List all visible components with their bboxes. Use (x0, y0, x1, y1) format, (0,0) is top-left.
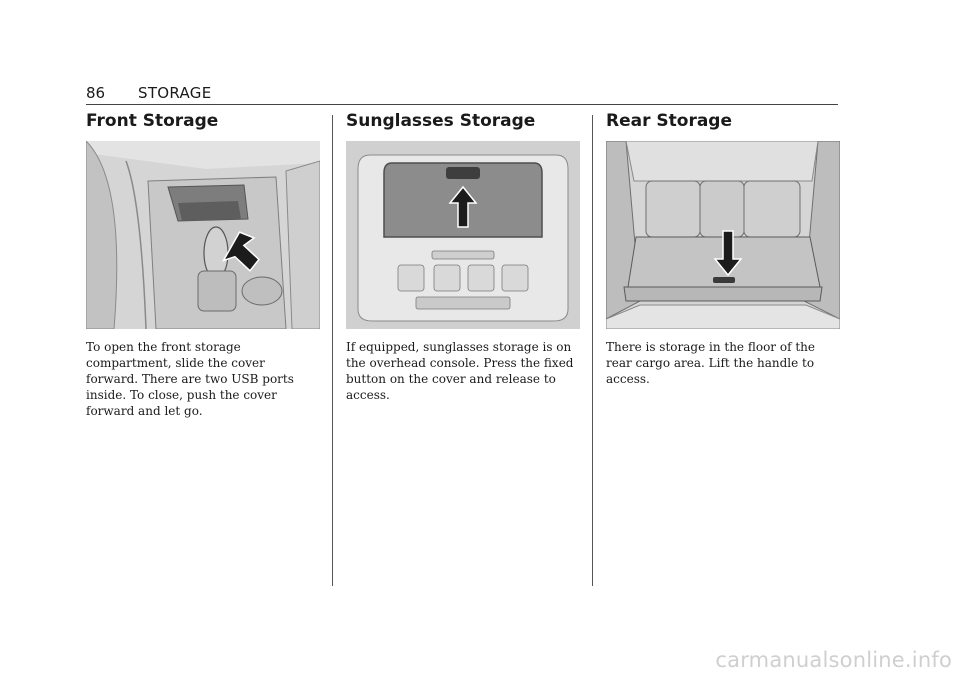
column-front-storage: Front Storage To open the front storage … (86, 109, 320, 419)
heading-rear-storage: Rear Storage (606, 111, 732, 131)
column-rear-storage: Rear Storage There is storage in the flo… (606, 109, 840, 387)
column-sunglasses-storage: Sunglasses Storage If equipped, sunglass… (346, 109, 580, 403)
page-header: 86 STORAGE (86, 84, 838, 104)
page-number: 86 (86, 84, 106, 102)
heading-front-storage: Front Storage (86, 111, 219, 131)
front-storage-text: To open the front storage compartment, s… (86, 340, 294, 418)
column-divider (332, 115, 333, 586)
sunglasses-storage-text: If equipped, sunglasses storage is on th… (346, 340, 574, 402)
rear-storage-text: There is storage in the floor of the rea… (606, 340, 815, 386)
front-storage-illustration (86, 141, 320, 329)
rear-storage-illustration (606, 141, 840, 329)
header-rule (86, 104, 838, 105)
column-divider (592, 115, 593, 586)
section-title: STORAGE (138, 84, 212, 102)
sunglasses-storage-illustration (346, 141, 580, 329)
heading-sunglasses-storage: Sunglasses Storage (346, 111, 536, 131)
watermark: carmanualsonline.info (715, 648, 952, 672)
